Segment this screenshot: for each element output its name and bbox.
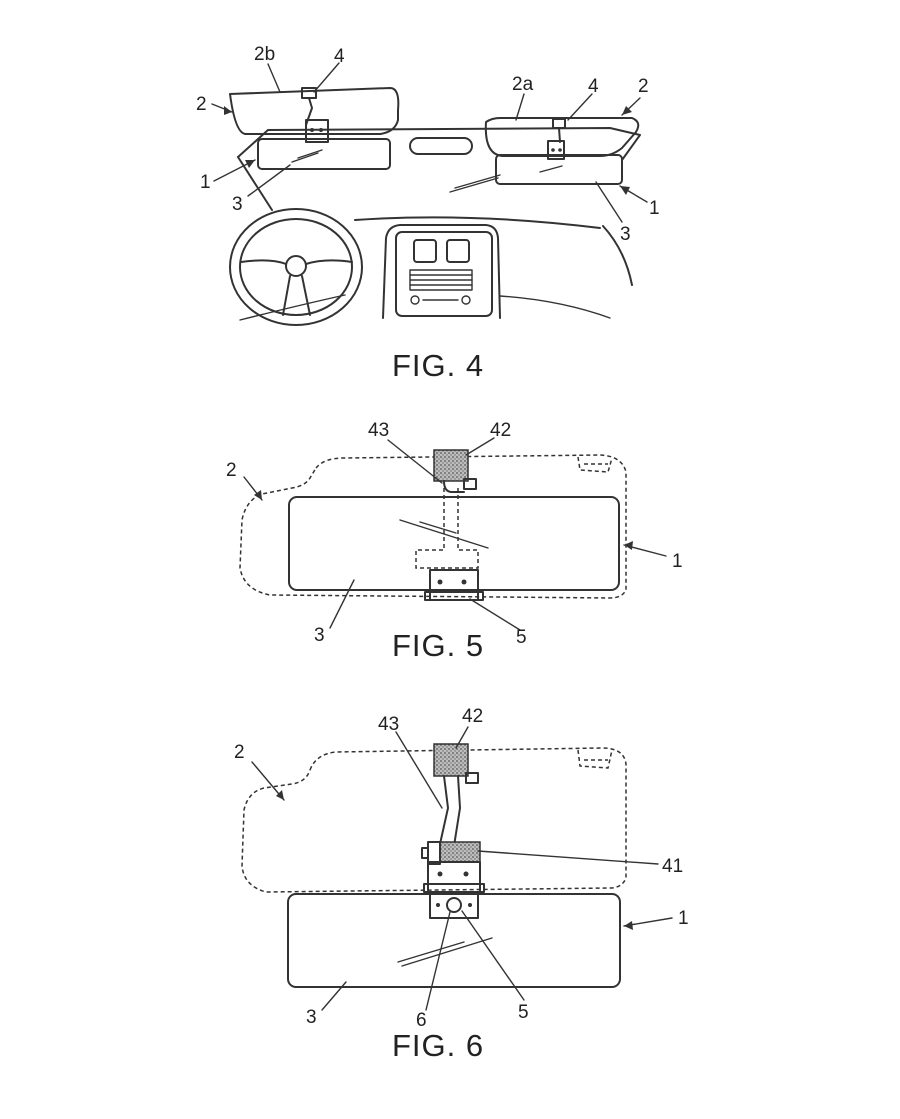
fig5-visor (239, 437, 667, 631)
label-42: 42 (490, 420, 511, 441)
label-3-left: 3 (232, 194, 243, 215)
label-3: 3 (306, 1007, 317, 1028)
label-5: 5 (516, 627, 527, 648)
figure-caption-5: FIG. 5 (392, 628, 484, 663)
label-3-right: 3 (620, 224, 631, 245)
label-4-right: 4 (588, 76, 599, 97)
fig5-reference-labels: 43 42 2 1 3 5 (226, 420, 683, 648)
label-2-right: 2 (638, 76, 649, 97)
fig4-reference-labels: 2b 4 2 1 3 2a 4 2 1 3 (196, 44, 660, 245)
label-5: 5 (518, 1002, 529, 1023)
fig6-reference-labels: 43 42 2 41 1 3 6 5 (234, 706, 689, 1031)
label-1: 1 (672, 551, 683, 572)
label-1-right: 1 (649, 198, 660, 219)
label-2: 2 (234, 742, 245, 763)
label-2-left: 2 (196, 94, 207, 115)
center-console (382, 224, 501, 319)
label-1-left: 1 (200, 172, 211, 193)
figure-caption-6: FIG. 6 (392, 1028, 484, 1063)
steering-wheel (229, 208, 363, 326)
label-43: 43 (368, 420, 389, 441)
label-1: 1 (678, 908, 689, 929)
label-2b: 2b (254, 44, 275, 65)
right-sun-visor (449, 117, 640, 193)
label-2a: 2a (512, 74, 534, 95)
label-6: 6 (416, 1010, 427, 1031)
label-3: 3 (314, 625, 325, 646)
label-2: 2 (226, 460, 237, 481)
figure-5: 43 42 2 1 3 5 FIG. 5 (226, 420, 683, 663)
label-4-left: 4 (334, 46, 345, 67)
figure-4: 2b 4 2 1 3 2a 4 2 1 3 FIG. 4 (196, 44, 660, 383)
fig4-leaders (211, 62, 648, 223)
label-43: 43 (378, 714, 399, 735)
label-41: 41 (662, 856, 683, 877)
label-42: 42 (462, 706, 483, 727)
figure-6: 43 42 2 41 1 3 6 5 FIG. 6 (234, 706, 689, 1063)
figure-caption-4: FIG. 4 (392, 348, 484, 383)
left-sun-visor (229, 87, 400, 170)
dashboard-drawing (211, 62, 648, 326)
fig6-visor (241, 726, 673, 1011)
